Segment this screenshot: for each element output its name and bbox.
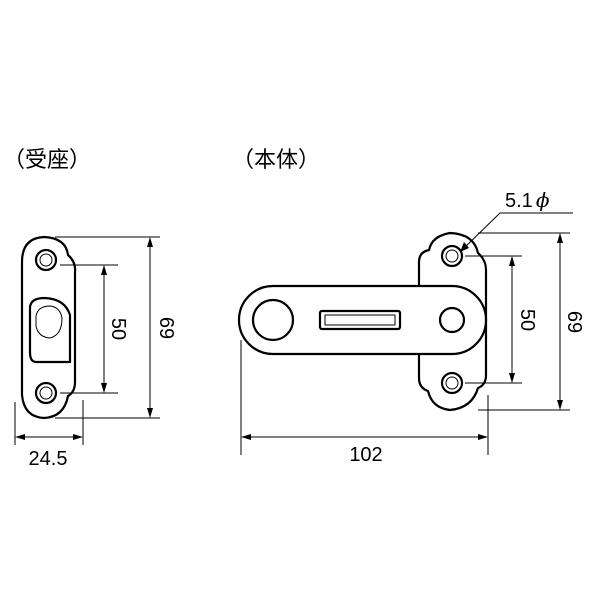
- strike-width-24-5-label: 24.5: [29, 448, 68, 470]
- body-top-screw-hole-outer: [440, 244, 464, 268]
- strike-bottom-screw-hole-outer: [34, 381, 58, 405]
- strike-arrow-50-top: [101, 265, 107, 275]
- strike-plate-label: （受座）: [3, 147, 91, 172]
- strike-height-69-label: 69: [155, 317, 177, 339]
- strike-arrow-24-5-left: [15, 434, 25, 440]
- hole-diameter-value: 5.1: [505, 190, 533, 212]
- body-arrow-69-bottom: [557, 400, 563, 410]
- body-top-screw-hole-inner: [445, 249, 459, 263]
- body-mounting-plate-outline: [417, 231, 488, 412]
- strike-arrow-69-top: [147, 237, 153, 247]
- hole-diameter-leader: [463, 212, 573, 249]
- body-arrow-50-top: [509, 256, 515, 266]
- main-body-view: （本体） 102 50: [232, 147, 585, 466]
- strike-plate-outline: [20, 235, 77, 420]
- hole-diameter-leader-arrow: [460, 242, 469, 252]
- strike-arrow-50-bottom: [101, 383, 107, 393]
- strike-plate-view: （受座） 69 50 24.5: [3, 147, 177, 470]
- body-arm-slot-inner: [324, 314, 396, 326]
- strike-arrow-24-5-right: [73, 434, 83, 440]
- body-arrow-102-right: [478, 434, 488, 440]
- body-bottom-screw-hole-outer: [440, 371, 464, 395]
- strike-hole-pitch-50-label: 50: [107, 318, 129, 340]
- body-arrow-102-left: [241, 434, 251, 440]
- strike-arrow-69-bottom: [147, 408, 153, 418]
- main-body-label: （本体）: [232, 147, 320, 172]
- body-height-69-label: 69: [563, 311, 585, 333]
- strike-top-screw-hole-inner: [39, 253, 53, 267]
- body-arm-large-hole: [251, 298, 295, 342]
- strike-receptacle-inner: [35, 305, 63, 339]
- diameter-symbol: ϕ: [536, 188, 550, 212]
- body-arm-slot: [318, 309, 402, 331]
- body-hole-pitch-50-label: 50: [516, 309, 538, 331]
- strike-bottom-screw-hole-inner: [39, 386, 53, 400]
- body-swing-arm-outline: [237, 284, 488, 356]
- strike-top-screw-hole-outer: [34, 248, 58, 272]
- body-length-102-label: 102: [349, 444, 382, 466]
- strike-latch-receptacle: [28, 296, 72, 364]
- body-arrow-69-top: [557, 233, 563, 243]
- body-arrow-50-bottom: [509, 373, 515, 383]
- body-arm-pivot-hole: [438, 306, 466, 334]
- body-bottom-screw-hole-inner: [445, 376, 459, 390]
